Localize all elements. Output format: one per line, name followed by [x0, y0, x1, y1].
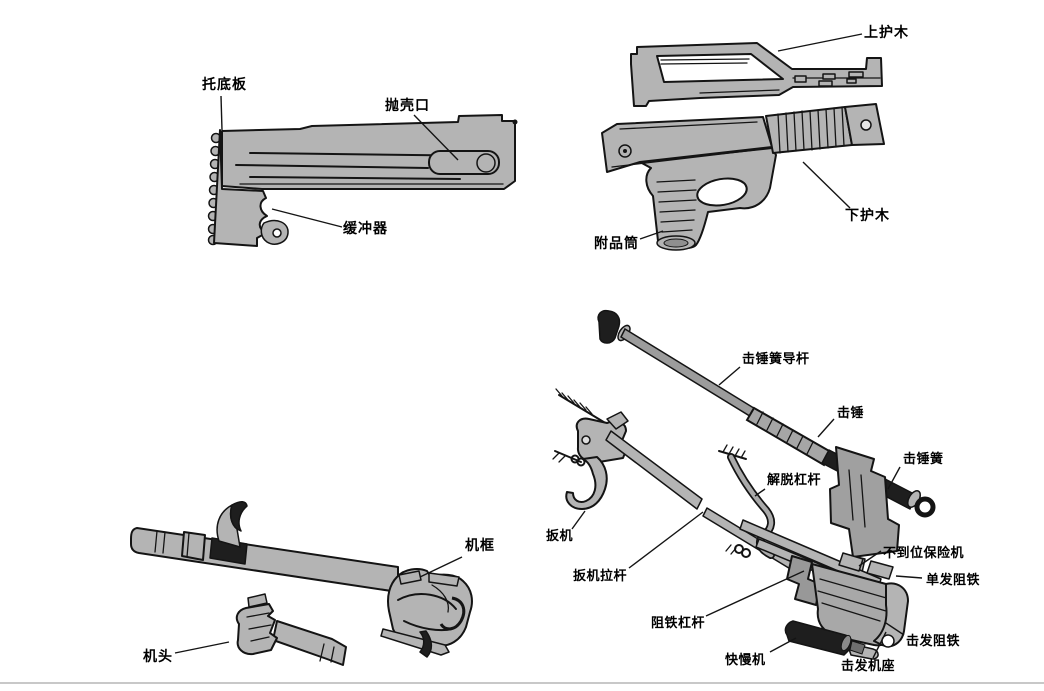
trigger-blade-shape: [565, 456, 608, 510]
hammer-head: [745, 406, 833, 467]
leader-guide-rod: [718, 366, 741, 386]
hammer-pillar-shape: [829, 446, 900, 558]
stock-receiver-drawing: [207, 114, 518, 247]
leader-ejection-port: [413, 114, 459, 161]
leader-buffer: [271, 208, 343, 228]
upper-handguard-drawing: [630, 42, 883, 107]
leader-sear-lever: [705, 570, 805, 617]
leader-seat: [872, 631, 887, 659]
label-safety: 不到位保险机: [883, 546, 965, 561]
label-seat: 击发机座: [841, 659, 896, 674]
leader-safety: [858, 550, 882, 567]
piston-rod-shape: [130, 527, 399, 593]
label-guide-rod: 击锤簧导杆: [742, 352, 810, 367]
label-trigger: 扳机: [546, 529, 574, 544]
label-firing-sear: 击发阻铁: [906, 634, 961, 649]
label-hammer-spring: 击锤簧: [903, 452, 944, 467]
leader-bolt-head: [174, 641, 230, 654]
bolt-head-drawing: [235, 593, 347, 666]
leader-accessory-tube: [639, 230, 664, 240]
bottom-divider: [0, 682, 1044, 684]
trigger-rod-1: [605, 430, 703, 510]
label-butt-plate: 托底板: [202, 77, 247, 93]
leader-butt-plate: [220, 95, 223, 131]
label-selector: 快慢机: [725, 653, 766, 668]
leader-lines: [174, 33, 923, 659]
guide-rod: [620, 327, 758, 420]
label-accessory-tube: 附品筒: [594, 236, 639, 252]
leader-trigger: [571, 510, 586, 530]
label-hammer: 击锤: [837, 406, 865, 421]
leader-firing-sear: [885, 622, 905, 636]
label-single-shot-sear: 单发阻铁: [926, 573, 981, 588]
leader-hammer-spring: [887, 466, 901, 490]
label-sear-lever: 阻铁杠杆: [651, 616, 706, 631]
bolt-carrier-drawing: [130, 501, 473, 658]
leader-selector: [769, 637, 797, 653]
label-bolt-carrier: 机框: [465, 538, 495, 554]
label-lower-handguard: 下护木: [845, 208, 890, 224]
leader-single-shot-sear: [895, 575, 923, 579]
guide-rod-knob: [597, 309, 621, 344]
leader-lower-handguard: [802, 161, 851, 209]
leader-bolt-carrier: [419, 556, 463, 578]
seat-bracket: [786, 555, 821, 606]
bolt-lug-shape: [235, 603, 278, 656]
label-buffer: 缓冲器: [343, 221, 388, 237]
firing-mechanism-drawing: [552, 309, 936, 660]
lower-handguard-drawing: [601, 103, 885, 251]
single-shot-sear-shape: [866, 560, 894, 580]
label-release-lever: 解脱杠杆: [767, 473, 822, 488]
leader-trigger-rod: [628, 511, 704, 569]
label-ejection-port: 抛壳口: [385, 98, 430, 114]
label-trigger-rod: 扳机拉杆: [573, 569, 628, 584]
safety-shape: [838, 552, 864, 572]
leader-release-lever: [754, 488, 766, 497]
leader-hammer: [817, 418, 835, 438]
leader-upper-handguard: [777, 33, 863, 52]
seat-plate: [873, 582, 909, 648]
label-upper-handguard: 上护木: [864, 25, 909, 41]
label-bolt-head: 机头: [143, 649, 173, 665]
